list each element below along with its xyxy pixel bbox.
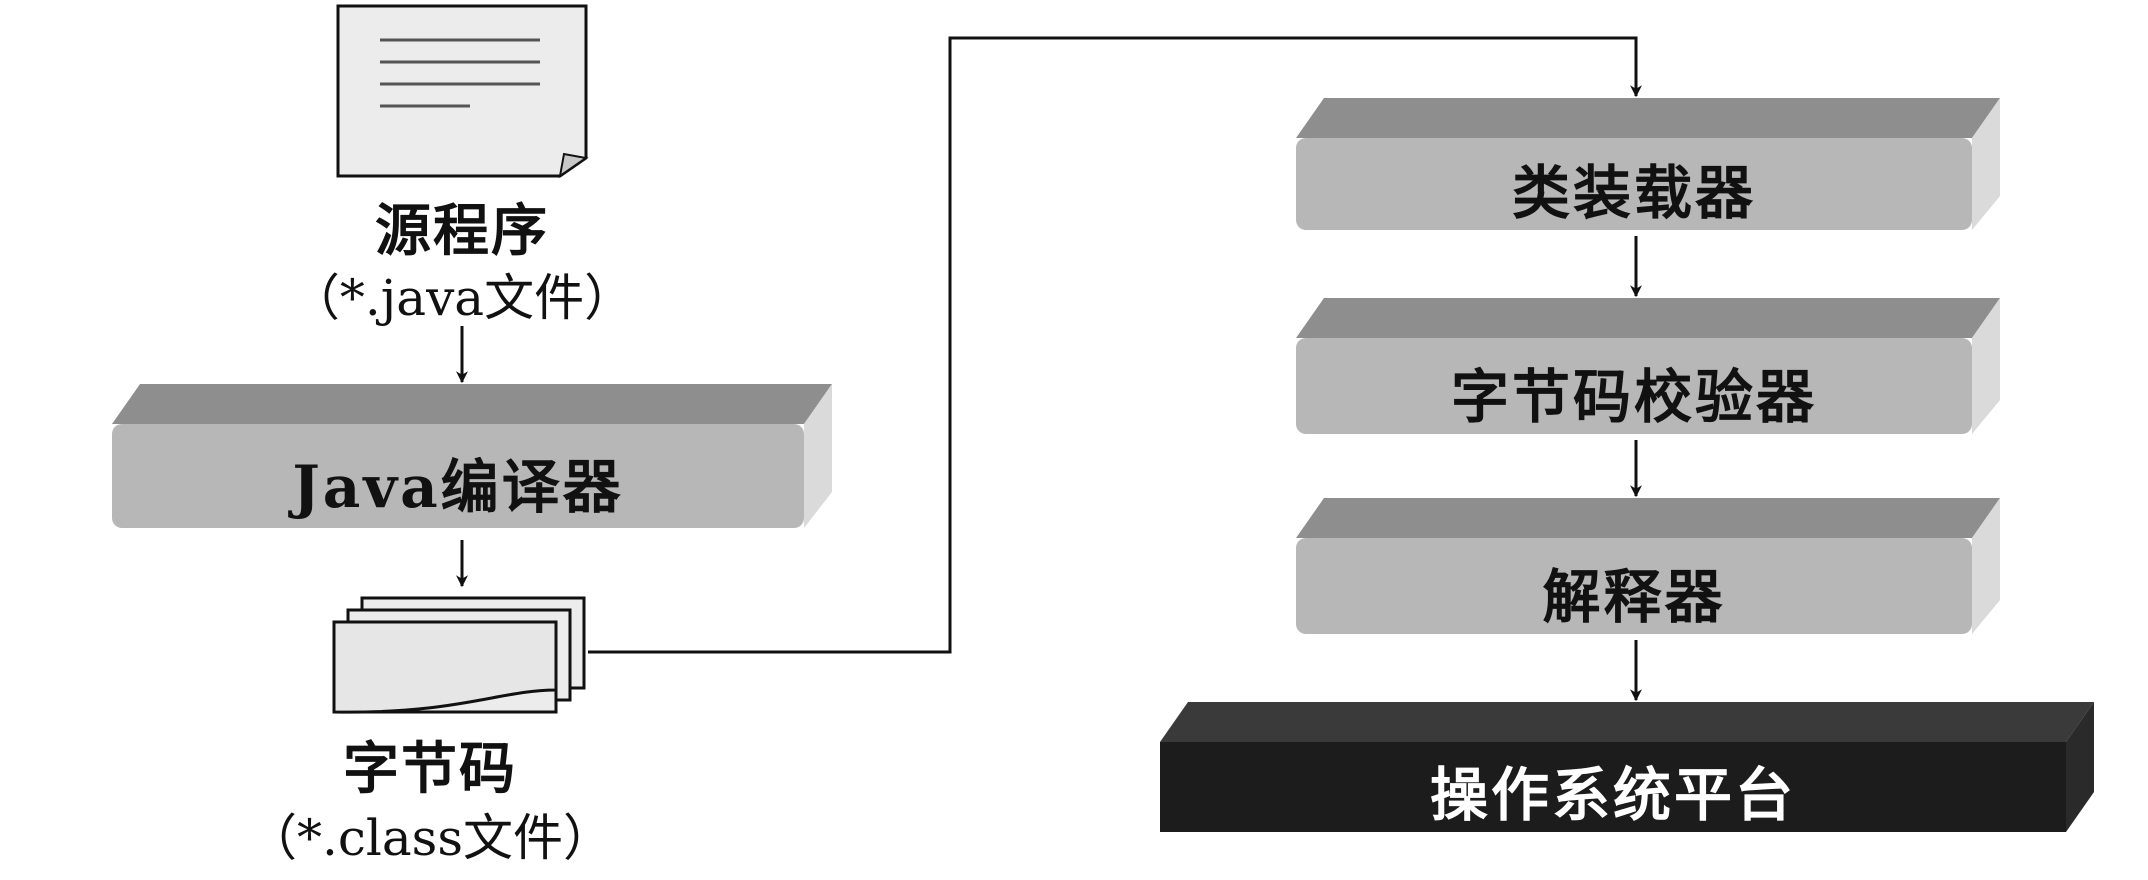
class-loader-block <box>1296 98 2000 230</box>
bytecode-verifier-label: 字节码校验器 <box>1450 363 1817 431</box>
bytecode-files-icon <box>332 596 586 714</box>
os-platform-block <box>1160 702 2094 832</box>
interpreter-block <box>1296 498 2000 634</box>
bytecode-subtitle: （*.class文件） <box>246 809 613 867</box>
interpreter-label: 解释器 <box>1542 563 1726 631</box>
arrow-bytecode-to-jvm <box>588 36 1642 654</box>
bytecode-verifier-block <box>1296 298 2000 434</box>
os-platform-label: 操作系统平台 <box>1429 761 1796 829</box>
compiler-label: Java编译器 <box>292 453 624 521</box>
class-loader-label: 类装载器 <box>1511 159 1756 227</box>
source-subtitle: （*.java文件） <box>289 269 635 327</box>
compiler-block <box>112 384 832 528</box>
source-title: 源程序 <box>375 198 549 264</box>
source-document-icon <box>336 4 589 179</box>
bytecode-title: 字节码 <box>343 736 517 802</box>
